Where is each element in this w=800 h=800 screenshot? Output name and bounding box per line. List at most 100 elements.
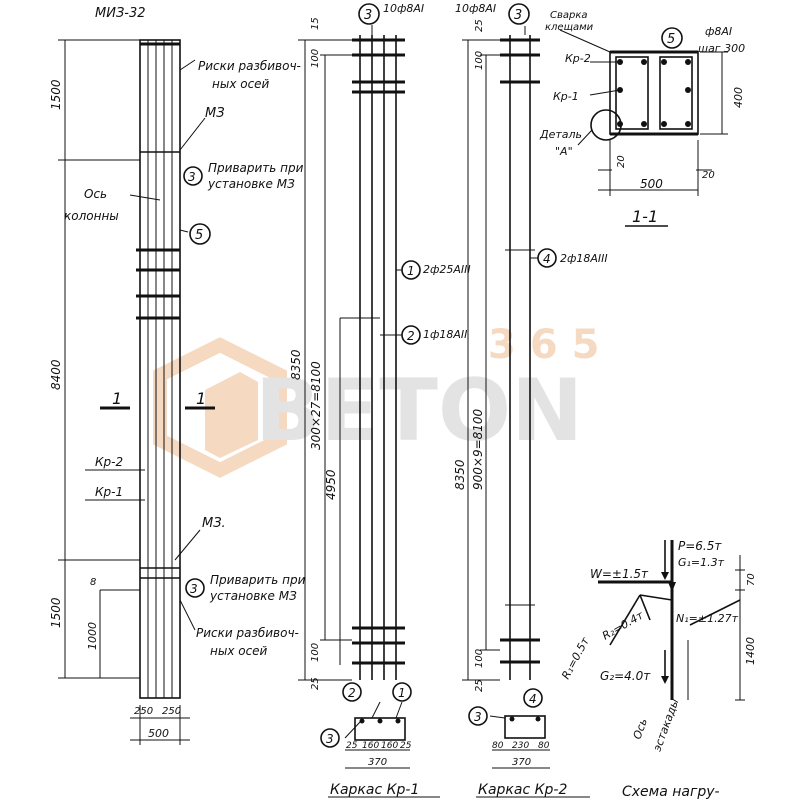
frame1-mark-1: 1	[407, 264, 415, 278]
frame1-dim-top15: 15	[310, 17, 321, 30]
frame2-top-note-1: Сварка	[550, 10, 588, 21]
frame1-dim-bot25: 25	[310, 677, 321, 690]
frame1-dim-inner: 4950	[324, 469, 338, 500]
frame1-rebar2: 1ф18АII	[423, 328, 467, 341]
column-mz-label: МЗ	[205, 106, 225, 121]
mark-circle	[358, 3, 380, 25]
frame1-w-b: 160	[362, 741, 379, 751]
column-mark-5: 5	[195, 228, 203, 243]
frame1-section	[354, 717, 406, 741]
frame1-top-rebar: 10ф8АI	[383, 2, 424, 15]
frame1-title: Каркас Кр-1	[330, 782, 419, 798]
column-risk-label-1: Риски разбивоч-	[198, 59, 301, 73]
column-dim-bottom-inner: 1000	[86, 622, 99, 650]
load-title: Схема нагру-	[622, 784, 720, 800]
mark-circle	[468, 706, 488, 726]
watermark-logo-icon	[153, 337, 287, 478]
load-n1: N₁=±1.27т	[676, 612, 739, 625]
load-g2: G₂=4.0т	[600, 669, 651, 683]
column-mz-label-2: МЗ.	[202, 516, 226, 531]
frame1-w-c: 160	[381, 741, 398, 751]
column-risk-label-3: Риски разбивоч-	[196, 626, 299, 640]
column-dim-small: 8	[90, 577, 96, 588]
frame1-mark-1-bottom: 1	[398, 686, 406, 700]
mark-circle	[401, 325, 421, 345]
frame2-mark-3-bottom: 3	[474, 710, 482, 724]
frame1-dim-bot100: 100	[310, 643, 321, 662]
frame1-w-d: 25	[400, 741, 412, 751]
frame1-mark-2-bottom: 2	[348, 686, 356, 700]
column-axis-label-2: колонны	[64, 209, 119, 223]
frame1-dim-spacing: 300×27=8100	[309, 361, 323, 450]
column-weld-label-1: Приварить при	[208, 161, 304, 175]
section-stirrup-1: ф8АI	[705, 25, 732, 38]
watermark-word: BETON	[255, 361, 583, 461]
load-r1: R₁=0.5т	[559, 635, 592, 682]
watermark-num: 365	[488, 322, 614, 368]
mark-circle	[320, 728, 340, 748]
column-mark-3a: 3	[188, 170, 196, 184]
frame2-top-note-2: клещами	[545, 22, 594, 33]
frame1-w-a: 25	[346, 741, 358, 751]
load-d1400: 1400	[744, 637, 757, 665]
frame2-w-a: 80	[492, 741, 504, 751]
frame2-top-rebar: 10ф8АI	[455, 2, 496, 15]
mark-circle	[401, 260, 421, 280]
mark-circle	[342, 682, 362, 702]
section-title: 1-1	[632, 207, 658, 226]
column-weld-label-3: Приварить при	[210, 573, 306, 587]
frame2-w-b: 230	[512, 741, 529, 751]
section-kr2: Кр-2	[565, 52, 591, 65]
section-stirrup-2: шаг 300	[698, 42, 745, 55]
mark-circle	[189, 223, 211, 245]
column-dim-base-total: 500	[148, 727, 169, 740]
frame2-dim-top25: 25	[474, 19, 485, 32]
frame1-mark-2: 2	[407, 329, 415, 343]
frame2-mark-4-bottom: 4	[529, 692, 537, 706]
mark-circle	[185, 578, 205, 598]
column-weld-label-2: установке МЗ	[207, 177, 295, 191]
load-d70: 70	[746, 573, 757, 586]
watermark: 365 BETON	[153, 322, 614, 478]
mark-circle	[523, 688, 543, 708]
column-kr1: Кр-1	[95, 485, 123, 499]
column-risk-label-2: ных осей	[212, 77, 270, 91]
section-dim-width: 500	[640, 177, 663, 191]
frame1-mark-3-top: 3	[364, 8, 372, 23]
section-dim-height: 400	[732, 87, 745, 108]
mark-circle	[183, 166, 203, 186]
column-weld-label-4: установке МЗ	[209, 589, 297, 603]
column-dim-base-right: 250	[162, 706, 181, 717]
load-axis-1: Ось	[631, 717, 650, 741]
mark-circle	[508, 3, 530, 25]
load-axis-2: эстакады	[651, 697, 682, 753]
column-elevation	[58, 39, 215, 745]
column-axis-label-1: Ось	[84, 187, 107, 201]
mark-circle	[661, 27, 683, 49]
section-detail-2: "А"	[555, 145, 573, 158]
frame1-mark-3-bottom: 3	[326, 732, 334, 746]
frame1-elevation	[298, 25, 410, 769]
column-section-mark-right: 1	[196, 389, 206, 408]
load-r2: R₂=0.4т	[600, 608, 646, 642]
frame2-dim-bot25: 25	[474, 679, 485, 692]
frame1-dim-total: 8350	[289, 349, 303, 380]
column-kr2: Кр-2	[95, 455, 123, 469]
frame1-w-total: 370	[368, 757, 387, 768]
column-risk-label-4: ных осей	[210, 644, 268, 658]
frame2-title: Каркас Кр-2	[478, 782, 567, 798]
load-g1: G₁=1.3т	[678, 556, 725, 569]
section-dim-c1: 20	[616, 155, 627, 168]
frame2-w-c: 80	[538, 741, 550, 751]
frame2-w-total: 370	[512, 757, 531, 768]
section-kr1: Кр-1	[553, 90, 579, 103]
frame2-elevation	[462, 26, 550, 769]
frame2-dim-top100: 100	[474, 51, 485, 70]
frame2-dim-spacing: 900×9=8100	[471, 408, 485, 490]
section-mark-5: 5	[667, 32, 675, 47]
column-outline	[139, 39, 181, 699]
mark-circle	[392, 682, 412, 702]
frame2-rebar4: 2ф18АIII	[560, 252, 608, 265]
frame2-mark-3-top: 3	[514, 8, 522, 23]
